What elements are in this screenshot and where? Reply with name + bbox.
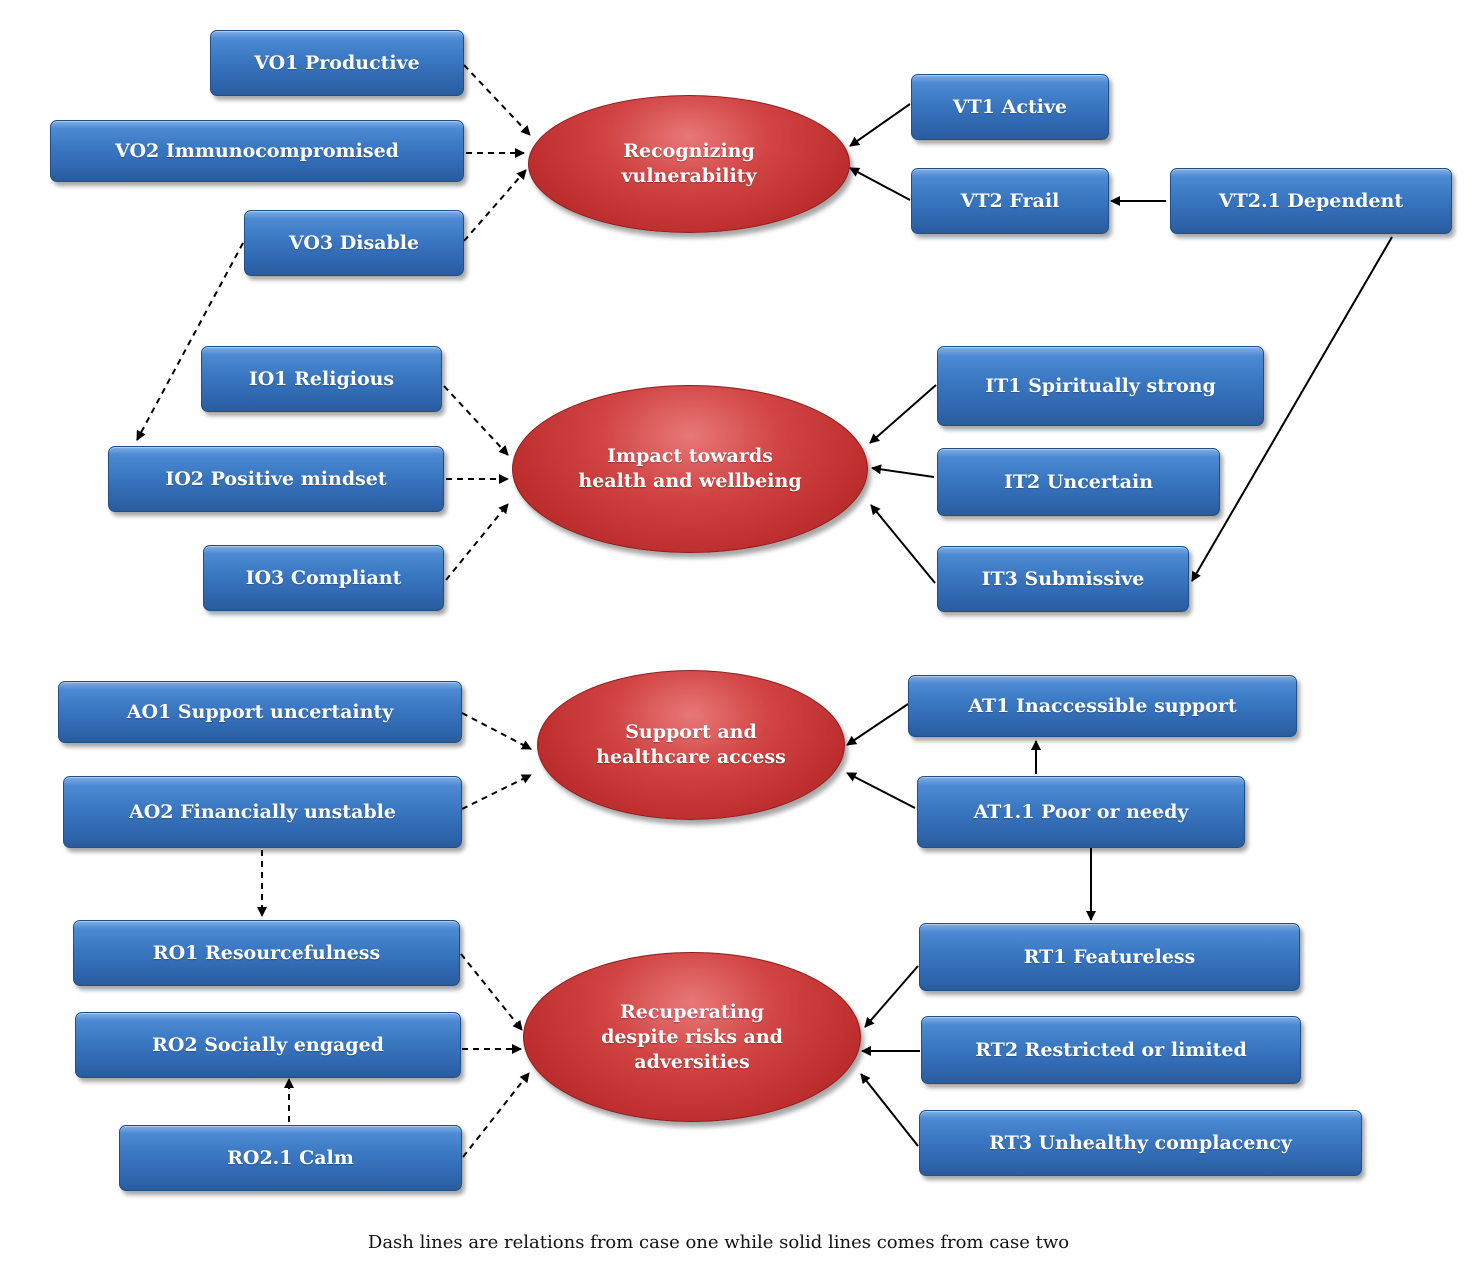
diagram-caption: Dash lines are relations from case one w…: [367, 1232, 1070, 1253]
arrow-at1-to-support: [846, 703, 909, 746]
arrow-ro21-to-recuperating: [462, 1072, 530, 1158]
arrow-vo3-to-vulnerability: [463, 169, 527, 242]
node-vo3: VO3 Disable: [244, 210, 464, 276]
node-rt3: RT3 Unhealthy complacency: [919, 1110, 1362, 1176]
arrow-it2-to-impact: [871, 464, 935, 478]
node-ro1: RO1 Resourcefulness: [73, 920, 460, 986]
node-ro21: RO2.1 Calm: [119, 1125, 462, 1191]
theme-impact-health-wellbeing: Impact towards health and wellbeing: [512, 385, 868, 553]
node-it3: IT3 Submissive: [937, 546, 1189, 612]
arrow-ao2-to-support: [461, 774, 532, 810]
node-io2: IO2 Positive mindset: [108, 446, 444, 512]
theme-label: Impact towards health and wellbeing: [578, 445, 802, 492]
arrow-io3-to-impact: [445, 503, 509, 581]
theme-label: Support and healthcare access: [596, 721, 786, 768]
node-at1: AT1 Inaccessible support: [908, 675, 1297, 737]
arrow-at11-to-support: [846, 772, 916, 809]
arrow-rt3-to-recuperating: [860, 1073, 919, 1147]
node-io1: IO1 Religious: [201, 346, 442, 412]
arrow-rt1-to-recuperating: [864, 965, 919, 1028]
arrow-vt1-to-vulnerability: [849, 103, 911, 147]
arrow-ao1-to-support: [461, 712, 532, 750]
arrow-it3-to-impact: [870, 504, 936, 584]
arrow-vo1-to-vulnerability: [463, 64, 531, 136]
node-rt1: RT1 Featureless: [919, 923, 1300, 991]
node-vo2: VO2 Immunocompromised: [50, 120, 464, 182]
node-vo1: VO1 Productive: [210, 30, 464, 96]
theme-label: Recuperating despite risks and adversiti…: [601, 1000, 783, 1073]
arrow-io1-to-impact: [443, 385, 509, 456]
arrow-ro1-to-recuperating: [460, 953, 523, 1031]
theme-label: Recognizing vulnerability: [621, 140, 757, 187]
theme-recuperating: Recuperating despite risks and adversiti…: [523, 952, 861, 1122]
arrow-vt21-to-it3: [1191, 236, 1393, 582]
node-io3: IO3 Compliant: [203, 545, 444, 611]
node-at11: AT1.1 Poor or needy: [917, 776, 1245, 848]
node-ao2: AO2 Financially unstable: [63, 776, 462, 848]
node-vt1: VT1 Active: [911, 74, 1109, 140]
arrow-it1-to-impact: [869, 384, 937, 444]
theme-recognizing-vulnerability: Recognizing vulnerability: [528, 95, 850, 233]
arrow-vo3-to-io2: [136, 242, 244, 441]
node-vt21: VT2.1 Dependent: [1170, 168, 1452, 234]
node-it2: IT2 Uncertain: [937, 448, 1220, 516]
node-it1: IT1 Spiritually strong: [937, 346, 1264, 426]
node-ao1: AO1 Support uncertainty: [58, 681, 462, 743]
node-ro2: RO2 Socially engaged: [75, 1012, 461, 1078]
arrow-vt2-to-vulnerability: [849, 167, 911, 201]
node-vt2: VT2 Frail: [911, 168, 1109, 234]
theme-support-healthcare-access: Support and healthcare access: [537, 670, 845, 820]
node-rt2: RT2 Restricted or limited: [921, 1016, 1301, 1084]
